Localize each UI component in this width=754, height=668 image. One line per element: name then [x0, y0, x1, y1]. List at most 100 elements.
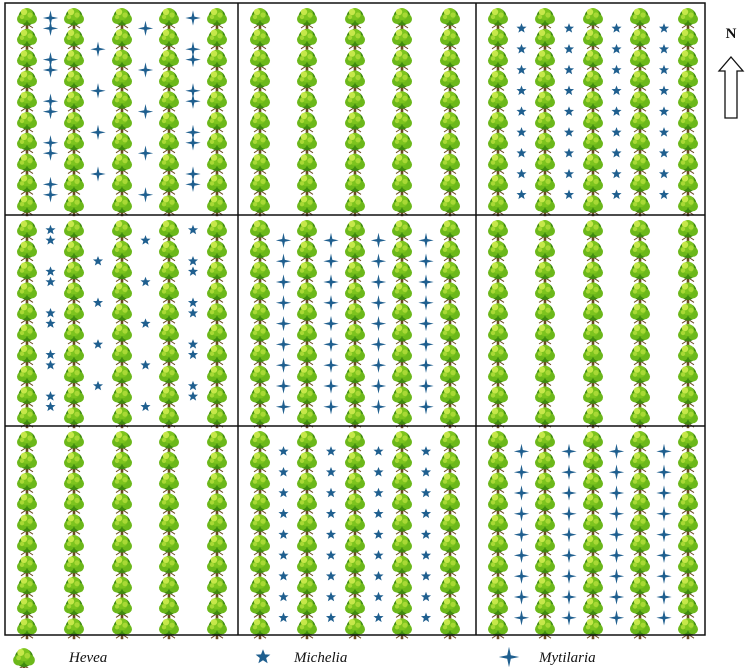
- hevea-tree: [439, 451, 461, 474]
- hevea-tree: [487, 617, 509, 640]
- mytilaria-marker: [608, 464, 625, 480]
- hevea-tree: [439, 385, 461, 408]
- hevea-tree: [391, 219, 413, 242]
- hevea-tree: [296, 49, 318, 72]
- hevea-tree: [677, 90, 699, 113]
- hevea-tree: [439, 49, 461, 72]
- hevea-tree: [344, 49, 366, 72]
- hevea-tree: [158, 302, 180, 325]
- legend-label-hevea: Hevea: [68, 650, 107, 666]
- hevea-tree: [296, 90, 318, 113]
- hevea-tree: [582, 406, 604, 429]
- hevea-tree: [111, 153, 133, 176]
- hevea-tree: [487, 173, 509, 196]
- hevea-tree: [63, 90, 85, 113]
- hevea-tree: [534, 451, 556, 474]
- hevea-tree: [296, 132, 318, 155]
- hevea-tree: [677, 492, 699, 515]
- four-point-star-icon: [498, 646, 520, 668]
- michelia-marker: [45, 318, 56, 328]
- hevea-tree: [344, 281, 366, 304]
- mytilaria-marker: [323, 232, 339, 249]
- legend-label-mytilaria: Mytilaria: [538, 650, 596, 666]
- hevea-tree: [111, 492, 133, 515]
- mytilaria-marker: [275, 232, 292, 249]
- hevea-tree: [158, 261, 180, 284]
- mytilaria-marker: [656, 547, 672, 564]
- legend: Hevea Michelia Mytilaria: [12, 646, 596, 668]
- hevea-tree: [391, 240, 413, 263]
- mytilaria-marker: [323, 295, 339, 311]
- hevea-tree: [111, 111, 133, 134]
- hevea-tree: [111, 451, 133, 474]
- hevea-tree: [16, 261, 38, 284]
- hevea-tree: [439, 406, 461, 429]
- hevea-tree: [487, 596, 509, 619]
- hevea-tree: [439, 194, 461, 217]
- hevea-tree: [391, 69, 413, 92]
- michelia-marker: [420, 612, 432, 623]
- hevea-tree: [111, 385, 133, 408]
- hevea-tree: [206, 451, 228, 474]
- hevea-tree: [158, 194, 180, 217]
- hevea-tree: [296, 302, 318, 325]
- hevea-tree: [344, 385, 366, 408]
- hevea-tree: [63, 111, 85, 134]
- michelia-marker: [45, 359, 56, 370]
- hevea-tree: [158, 385, 180, 408]
- hevea-tree: [296, 111, 318, 134]
- hevea-tree: [582, 385, 604, 408]
- hevea-tree: [677, 576, 699, 599]
- hevea-tree: [629, 69, 651, 92]
- mytilaria-marker: [137, 145, 154, 161]
- hevea-tree: [16, 365, 38, 388]
- hevea-tree: [249, 240, 271, 263]
- mytilaria-marker: [561, 610, 577, 626]
- hevea-tree: [296, 492, 318, 515]
- michelia-marker: [420, 550, 432, 560]
- hevea-tree: [391, 534, 413, 557]
- hevea-tree: [158, 430, 180, 453]
- mytilaria-marker: [418, 295, 434, 311]
- hevea-tree: [63, 7, 85, 30]
- mytilaria-marker: [513, 506, 530, 522]
- hevea-tree: [582, 302, 604, 325]
- hevea-tree: [111, 406, 133, 429]
- michelia-marker: [373, 446, 384, 456]
- mytilaria-marker: [608, 443, 625, 460]
- hevea-tree: [391, 365, 413, 388]
- hevea-tree: [487, 472, 509, 495]
- hevea-tree: [582, 576, 604, 599]
- mytilaria-marker: [42, 135, 59, 151]
- hevea-tree: [296, 451, 318, 474]
- hevea-tree: [439, 555, 461, 578]
- michelia-marker: [325, 529, 337, 539]
- mytilaria-marker: [513, 464, 530, 480]
- hevea-tree: [582, 111, 604, 134]
- hevea-tree: [249, 69, 271, 92]
- hevea-tree: [16, 173, 38, 196]
- hevea-tree: [391, 472, 413, 495]
- hevea-tree: [63, 555, 85, 578]
- michelia-marker: [45, 266, 56, 276]
- hevea-tree: [344, 173, 366, 196]
- hevea-tree: [487, 7, 509, 30]
- hevea-tree: [439, 513, 461, 536]
- hevea-tree: [629, 173, 651, 196]
- hevea-tree: [249, 132, 271, 155]
- hevea-tree: [439, 534, 461, 557]
- hevea-tree: [582, 219, 604, 242]
- michelia-marker: [658, 147, 670, 158]
- mytilaria-marker: [418, 336, 434, 353]
- hevea-tree: [677, 240, 699, 263]
- hevea-tree: [677, 534, 699, 557]
- hevea-tree: [249, 153, 271, 176]
- hevea-tree: [534, 153, 556, 176]
- hevea-tree: [677, 430, 699, 453]
- north-label: N: [726, 26, 737, 42]
- michelia-marker: [373, 570, 384, 581]
- michelia-marker: [563, 85, 575, 96]
- hevea-tree: [534, 617, 556, 640]
- hevea-tree: [487, 302, 509, 325]
- hevea-tree: [629, 219, 651, 242]
